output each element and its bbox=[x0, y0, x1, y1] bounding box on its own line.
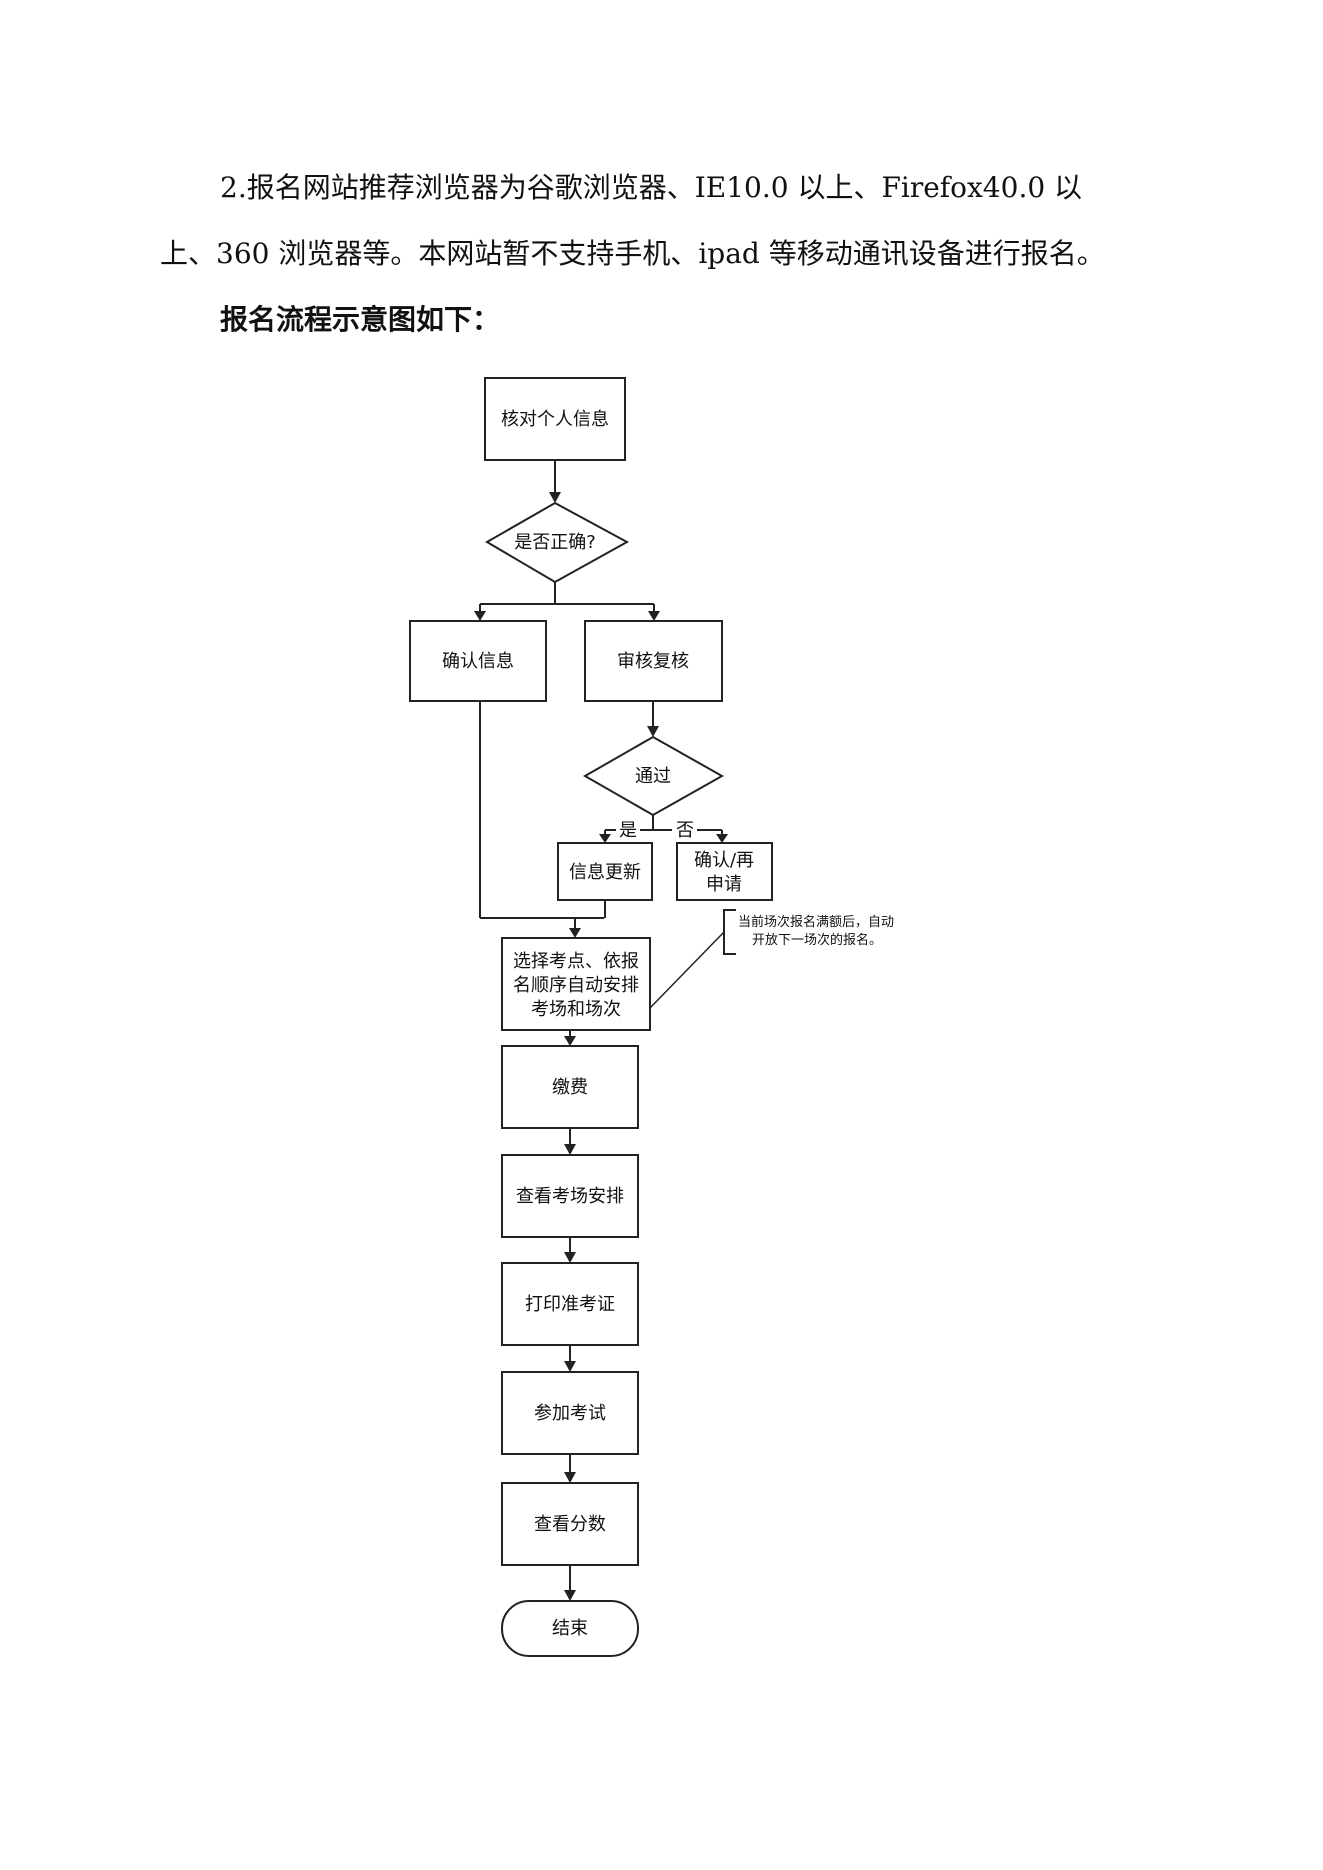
note-bracket bbox=[723, 909, 736, 955]
step-confirm-info-label: 确认信息 bbox=[442, 651, 514, 672]
step-select-site-line2: 名顺序自动安排 bbox=[513, 975, 639, 996]
step-view-room-box bbox=[501, 1154, 639, 1238]
step-take-exam-label: 参加考试 bbox=[534, 1403, 606, 1424]
note-leader-line bbox=[649, 931, 725, 1009]
step-view-score-label: 查看分数 bbox=[534, 1514, 606, 1535]
step-print-ticket-label: 打印准考证 bbox=[525, 1294, 615, 1315]
terminator-end bbox=[501, 1600, 639, 1657]
arrow-head bbox=[564, 1361, 576, 1372]
step-view-room-label: 查看考场安排 bbox=[516, 1186, 624, 1207]
step-verify-info-box bbox=[484, 377, 626, 461]
branch-yes-label: 是 bbox=[619, 820, 637, 841]
step-verify-info-label: 核对个人信息 bbox=[501, 409, 609, 430]
step-update-info-label: 信息更新 bbox=[569, 862, 641, 883]
step-confirm-info-box bbox=[409, 620, 547, 702]
step-print-ticket-box bbox=[501, 1262, 639, 1346]
note-line2: 开放下一场次的报名。 bbox=[752, 932, 882, 948]
arrow-head bbox=[647, 726, 659, 737]
terminator-end-label: 结束 bbox=[552, 1618, 588, 1639]
step-pay-label: 缴费 bbox=[552, 1077, 588, 1098]
arrow-head bbox=[549, 492, 561, 503]
arrow-head bbox=[599, 834, 611, 843]
arrow-head bbox=[569, 928, 581, 938]
decision-is-correct-label: 是否正确? bbox=[514, 532, 596, 553]
step-reapply-box bbox=[676, 842, 773, 901]
arrow-head bbox=[564, 1472, 576, 1483]
arrow-head bbox=[648, 611, 660, 621]
arrow-head bbox=[564, 1590, 576, 1601]
step-review-label: 审核复核 bbox=[617, 651, 689, 672]
step-reapply-label-line2: 申请 bbox=[706, 874, 742, 895]
decision-passed-label: 通过 bbox=[635, 766, 671, 787]
arrow-head bbox=[474, 611, 486, 621]
step-select-site-line1: 选择考点、依报 bbox=[513, 951, 639, 972]
step-reapply-label-line1: 确认/再 bbox=[694, 850, 754, 871]
step-take-exam-box bbox=[501, 1371, 639, 1455]
arrow-head bbox=[564, 1144, 576, 1155]
paragraph-browsers-line1: 2.报名网站推荐浏览器为谷歌浏览器、IE10.0 以上、Firefox40.0 … bbox=[220, 171, 1083, 204]
step-view-score-box bbox=[501, 1482, 639, 1566]
note-line1: 当前场次报名满额后，自动 bbox=[738, 914, 894, 930]
arrow-head bbox=[716, 834, 728, 843]
flowchart-heading: 报名流程示意图如下： bbox=[220, 303, 501, 336]
arrow-head bbox=[564, 1252, 576, 1263]
arrow-head bbox=[564, 1036, 576, 1046]
step-select-site-box bbox=[501, 937, 651, 1031]
paragraph-browsers-line2: 上、360 浏览器等。本网站暂不支持手机、ipad 等移动通讯设备进行报名。 bbox=[160, 237, 1105, 270]
step-select-site-line3: 考场和场次 bbox=[531, 999, 621, 1020]
step-update-info-box bbox=[557, 842, 653, 901]
branch-no-label: 否 bbox=[676, 820, 694, 841]
